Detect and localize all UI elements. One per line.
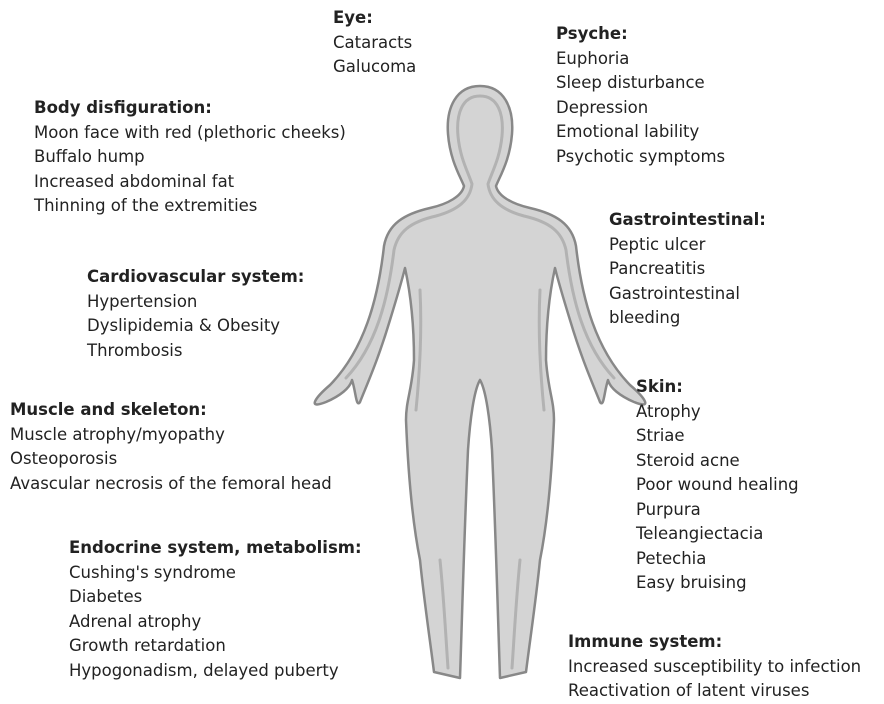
endocrine-item: Growth retardation (69, 634, 362, 659)
cardiovascular-item: Dyslipidemia & Obesity (87, 314, 304, 339)
cardiovascular-item: Hypertension (87, 290, 304, 315)
skin-item: Petechia (636, 547, 799, 572)
endocrine-item: Cushing's syndrome (69, 561, 362, 586)
body-disfiguration-item: Thinning of the extremities (34, 194, 346, 219)
psyche-title: Psyche: (556, 22, 725, 47)
psyche-item: Psychotic symptoms (556, 145, 725, 170)
skin-group: Skin: Atrophy Striae Steroid acne Poor w… (636, 375, 799, 596)
gastrointestinal-group: Gastrointestinal: Peptic ulcer Pancreati… (609, 208, 766, 331)
endocrine-title: Endocrine system, metabolism: (69, 536, 362, 561)
gastrointestinal-title: Gastrointestinal: (609, 208, 766, 233)
muscle-skeleton-group: Muscle and skeleton: Muscle atrophy/myop… (10, 398, 332, 496)
psyche-item: Sleep disturbance (556, 71, 725, 96)
gastrointestinal-item: bleeding (609, 306, 766, 331)
body-disfiguration-group: Body disfiguration: Moon face with red (… (34, 96, 346, 219)
endocrine-item: Adrenal atrophy (69, 610, 362, 635)
endocrine-group: Endocrine system, metabolism: Cushing's … (69, 536, 362, 683)
body-disfiguration-item: Buffalo hump (34, 145, 346, 170)
eye-title: Eye: (333, 6, 416, 31)
immune-title: Immune system: (568, 630, 861, 655)
cardiovascular-title: Cardiovascular system: (87, 265, 304, 290)
skin-item: Striae (636, 424, 799, 449)
eye-group: Eye: Cataracts Galucoma (333, 6, 416, 80)
body-disfiguration-item: Increased abdominal fat (34, 170, 346, 195)
cardiovascular-item: Thrombosis (87, 339, 304, 364)
skin-item: Purpura (636, 498, 799, 523)
skin-item: Easy bruising (636, 571, 799, 596)
gastrointestinal-item: Gastrointestinal (609, 282, 766, 307)
immune-item: Reactivation of latent viruses (568, 679, 861, 704)
muscle-skeleton-item: Avascular necrosis of the femoral head (10, 472, 332, 497)
skin-item: Poor wound healing (636, 473, 799, 498)
eye-item: Galucoma (333, 55, 416, 80)
immune-group: Immune system: Increased susceptibility … (568, 630, 861, 704)
endocrine-item: Diabetes (69, 585, 362, 610)
endocrine-item: Hypogonadism, delayed puberty (69, 659, 362, 684)
body-disfiguration-item: Moon face with red (plethoric cheeks) (34, 121, 346, 146)
immune-item: Increased susceptibility to infection (568, 655, 861, 680)
gastrointestinal-item: Peptic ulcer (609, 233, 766, 258)
eye-item: Cataracts (333, 31, 416, 56)
body-disfiguration-title: Body disfiguration: (34, 96, 346, 121)
psyche-item: Depression (556, 96, 725, 121)
cardiovascular-group: Cardiovascular system: Hypertension Dysl… (87, 265, 304, 363)
skin-item: Teleangiectacia (636, 522, 799, 547)
psyche-item: Euphoria (556, 47, 725, 72)
muscle-skeleton-title: Muscle and skeleton: (10, 398, 332, 423)
gastrointestinal-item: Pancreatitis (609, 257, 766, 282)
muscle-skeleton-item: Muscle atrophy/myopathy (10, 423, 332, 448)
psyche-group: Psyche: Euphoria Sleep disturbance Depre… (556, 22, 725, 169)
muscle-skeleton-item: Osteoporosis (10, 447, 332, 472)
skin-item: Atrophy (636, 400, 799, 425)
psyche-item: Emotional lability (556, 120, 725, 145)
body-outline (315, 86, 646, 678)
skin-title: Skin: (636, 375, 799, 400)
skin-item: Steroid acne (636, 449, 799, 474)
